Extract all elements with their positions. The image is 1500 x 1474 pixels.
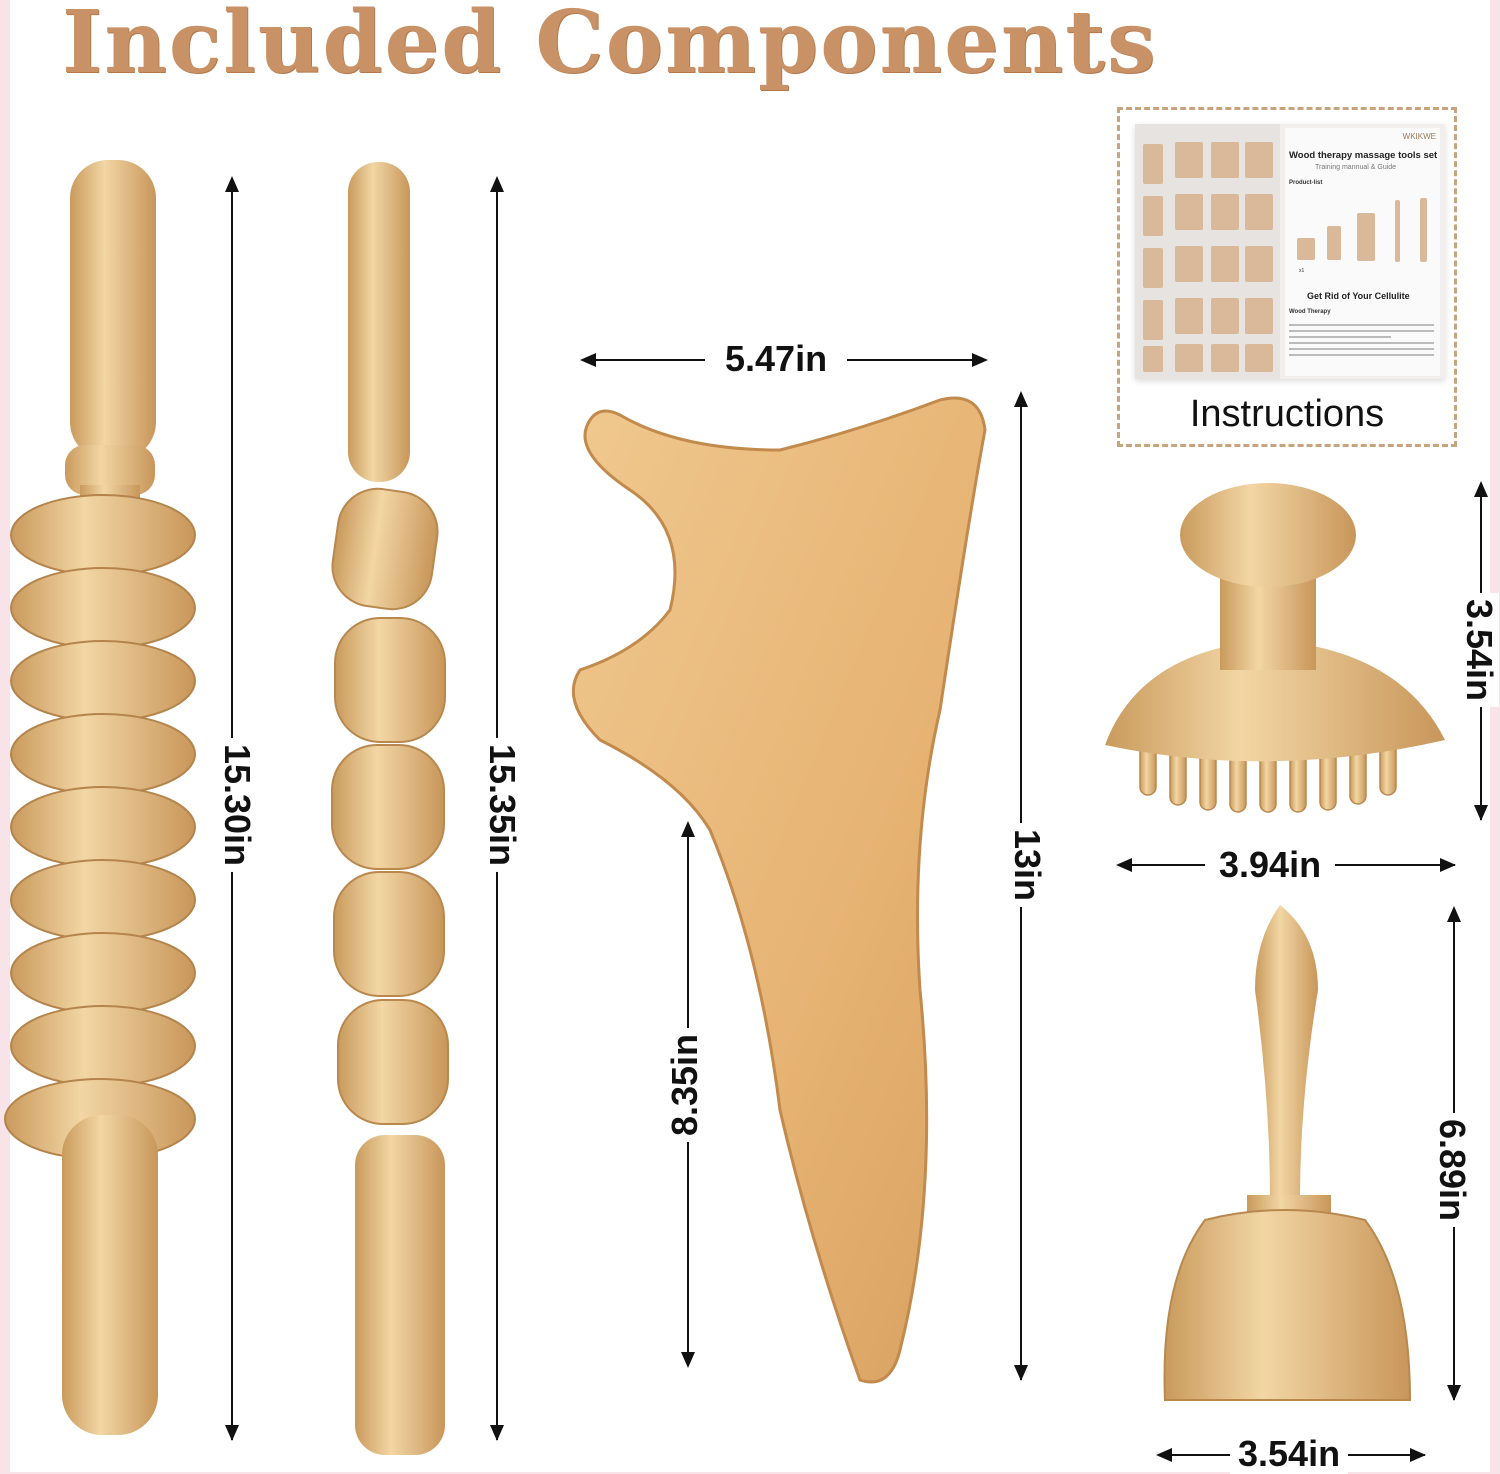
- arrow-down-icon: [1474, 805, 1488, 821]
- board-width-label: 5.47in: [705, 339, 848, 379]
- page-title: Included Components: [62, 0, 1158, 93]
- mushroom-massager-image: [1105, 483, 1445, 813]
- arrow-up-icon: [1014, 391, 1028, 407]
- arrow-down-icon: [490, 1425, 504, 1441]
- instructions-label: Instructions: [1189, 393, 1385, 435]
- arrow-down-icon: [681, 1352, 695, 1368]
- instruction-booklet-image: WKIKWE Wood therapy massage tools set Tr…: [1135, 124, 1445, 379]
- arrow-left-icon: [580, 353, 596, 367]
- booklet-body-text: [1289, 320, 1434, 360]
- booklet-right-page: WKIKWE Wood therapy massage tools set Tr…: [1285, 128, 1440, 376]
- bell-cup-image: [1163, 905, 1412, 1401]
- quantity-label: x1: [1299, 268, 1305, 274]
- booklet-left-page: [1135, 124, 1280, 379]
- booklet-heading: Get Rid of Your Cellulite: [1307, 291, 1410, 301]
- ridged-roller-image: [4, 160, 196, 1435]
- arrow-down-icon: [225, 1425, 239, 1441]
- board-length-label: 13in: [1007, 822, 1048, 908]
- arrow-left-icon: [1116, 858, 1132, 872]
- arrow-up-icon: [1474, 481, 1488, 497]
- roller-length-label: 15.30in: [217, 737, 258, 873]
- arrow-up-icon: [1447, 906, 1461, 922]
- arrow-down-icon: [1014, 1365, 1028, 1381]
- product-list-label: Product-list: [1289, 180, 1323, 186]
- mushroom-width-label: 3.94in: [1205, 845, 1336, 885]
- booklet-subtitle: Training mannual & Guide: [1315, 164, 1397, 171]
- booklet-title: Wood therapy massage tools set: [1289, 150, 1438, 161]
- ball-roller-length-label: 15.35in: [482, 737, 523, 873]
- cup-width-label: 3.54in: [1230, 1434, 1349, 1474]
- brand-logo: WKIKWE: [1402, 132, 1436, 141]
- arrow-up-icon: [490, 176, 504, 192]
- instructions-box: WKIKWE Wood therapy massage tools set Tr…: [1117, 107, 1457, 447]
- arrow-down-icon: [1447, 1385, 1461, 1401]
- mushroom-height-label: 3.54in: [1459, 592, 1500, 708]
- board-handle-label: 8.35in: [664, 1027, 706, 1143]
- arrow-up-icon: [225, 176, 239, 192]
- booklet-section: Wood Therapy: [1289, 309, 1331, 315]
- arrow-right-icon: [1410, 1448, 1426, 1462]
- cup-height-label: 6.89in: [1432, 1112, 1473, 1228]
- arrow-right-icon: [1440, 858, 1456, 872]
- arrow-right-icon: [972, 353, 988, 367]
- scraping-board-image: [571, 396, 987, 1384]
- arrow-up-icon: [681, 821, 695, 837]
- ball-roller-image: [331, 162, 449, 1455]
- arrow-left-icon: [1156, 1448, 1172, 1462]
